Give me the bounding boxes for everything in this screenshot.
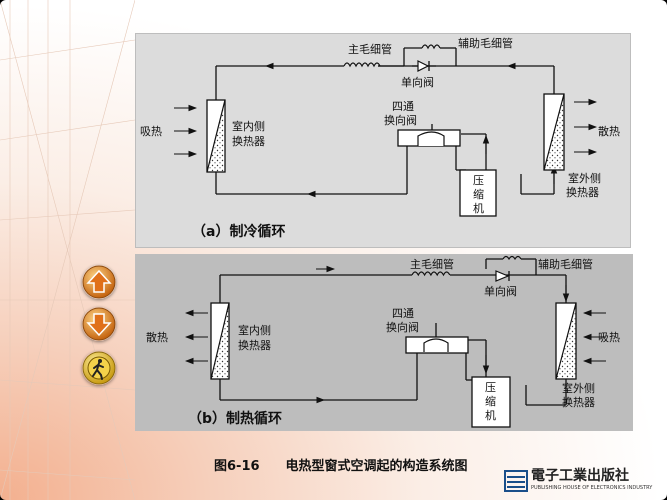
indoor-hx-label-1: 室内侧	[238, 323, 271, 337]
release-heat-label: 散热	[146, 330, 168, 344]
heating-cycle-caption: （b）制热循环	[188, 410, 282, 427]
publisher-english: PUBLISHING HOUSE OF ELECTRONICS INDUSTRY	[531, 485, 653, 491]
cooling-cycle-caption: （a）制冷循环	[192, 223, 285, 240]
aux-capillary-label: 辅助毛细管	[538, 257, 593, 271]
indoor-heat-exchanger	[210, 302, 230, 380]
outdoor-hx-label-2: 换热器	[566, 185, 599, 199]
indoor-hx-label-2: 换热器	[232, 134, 265, 148]
four-way-label-2: 换向阀	[384, 113, 417, 127]
outdoor-hx-label-1: 室外侧	[568, 171, 601, 185]
check-valve-label: 单向阀	[401, 75, 434, 89]
outdoor-heat-exchanger	[555, 302, 577, 380]
outdoor-heat-exchanger	[543, 93, 565, 171]
compressor-label-2: 缩	[473, 188, 484, 201]
outdoor-hx-label-1: 室外侧	[562, 381, 595, 395]
aux-capillary-label: 辅助毛细管	[458, 36, 513, 50]
nav-exit-button[interactable]	[82, 351, 116, 385]
cooling-cycle-panel: 主毛细管 辅助毛细管 单向阀 吸热 散热 室内侧 换热器 四通 换向阀 室外侧 …	[135, 33, 631, 248]
check-valve-icon	[495, 270, 510, 282]
decorative-grid	[0, 0, 135, 500]
absorb-heat-label: 吸热	[598, 331, 620, 344]
exit-walking-icon	[82, 351, 116, 385]
down-arrow-icon	[82, 307, 116, 341]
indoor-hx-label-2: 换热器	[238, 338, 271, 352]
figure-number: 图6-16	[214, 459, 260, 474]
main-capillary-label: 主毛细管	[410, 257, 454, 271]
check-valve-label: 单向阀	[484, 284, 517, 298]
check-valve-icon	[412, 60, 436, 72]
release-heat-label: 散热	[598, 124, 620, 138]
publisher-logo: 電子工業出版社 PUBLISHING HOUSE OF ELECTRONICS …	[503, 465, 653, 497]
absorb-heat-label: 吸热	[140, 125, 162, 138]
four-way-valve	[405, 336, 469, 354]
compressor	[471, 376, 511, 428]
figure-title: 电热型窗式空调起的构造系统图	[285, 459, 468, 474]
nav-up-button[interactable]	[82, 265, 116, 299]
heating-cycle-diagram: 主毛细管 辅助毛细管 单向阀 散热 吸热 室内侧 换热器 四通 换向阀 室外侧 …	[146, 255, 620, 428]
four-way-label-1: 四通	[392, 307, 414, 320]
compressor-label-3: 机	[473, 201, 484, 215]
heating-cycle-panel: 主毛细管 辅助毛细管 单向阀 散热 吸热 室内侧 换热器 四通 换向阀 室外侧 …	[135, 254, 633, 431]
cooling-cycle-diagram: 主毛细管 辅助毛细管 单向阀 吸热 散热 室内侧 换热器 四通 换向阀 室外侧 …	[140, 36, 620, 240]
figure-caption: 图6-16 电热型窗式空调起的构造系统图	[214, 455, 494, 474]
publisher-emblem-icon	[504, 470, 528, 492]
compressor-label-2: 缩	[485, 395, 496, 408]
nav-down-button[interactable]	[82, 307, 116, 341]
publisher-name: 電子工業出版社	[531, 468, 629, 484]
compressor-label-1: 压	[473, 174, 484, 187]
compressor-label-1: 压	[485, 381, 496, 394]
outdoor-hx-label-2: 换热器	[562, 395, 595, 409]
indoor-hx-label-1: 室内侧	[232, 119, 265, 133]
up-arrow-icon	[82, 265, 116, 299]
four-way-label-2: 换向阀	[386, 320, 419, 334]
four-way-label-1: 四通	[392, 100, 414, 113]
compressor	[459, 169, 497, 217]
four-way-valve	[397, 129, 461, 147]
compressor-label-3: 机	[485, 408, 496, 422]
main-capillary-label: 主毛细管	[348, 42, 392, 56]
indoor-heat-exchanger	[206, 99, 226, 173]
